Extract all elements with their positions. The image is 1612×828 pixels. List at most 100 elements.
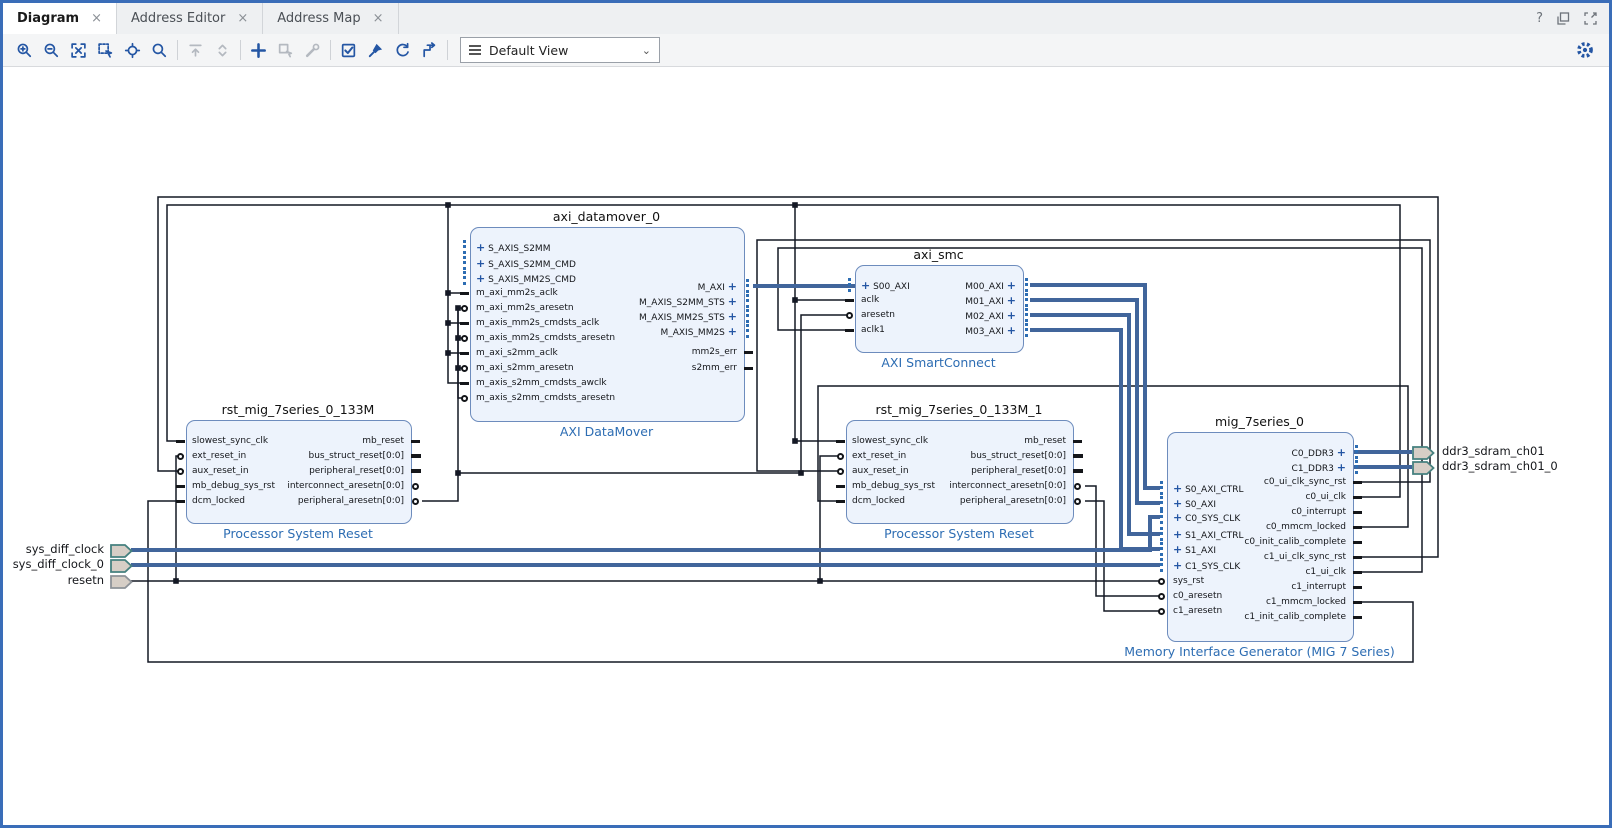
pin-stub xyxy=(461,364,468,372)
wire-junction xyxy=(817,578,823,584)
pin-rst_mig_7series_0_133M_1-interconnect_aresetn00[interactable]: interconnect_aresetn[0:0] xyxy=(854,480,1066,493)
view-selector-dropdown[interactable]: Default View⌄ xyxy=(460,37,660,63)
pin-stub xyxy=(1353,555,1362,559)
pin-label: M02_AXI xyxy=(965,312,1004,322)
interface-plus-icon: + xyxy=(1006,279,1016,292)
pin-stub xyxy=(837,467,844,475)
pin-rst_mig_7series_0_133M_1-peripheral_reset00[interactable]: peripheral_reset[0:0] xyxy=(854,465,1066,478)
zoom-in-icon[interactable] xyxy=(11,38,38,62)
pin-stub xyxy=(463,240,466,254)
pin-mig_7series_0-c0_init_calib_complete[interactable]: c0_init_calib_complete xyxy=(1175,536,1346,549)
pin-axi_datamover_0-M_AXI[interactable]: M_AXI + xyxy=(478,280,737,293)
pin-mig_7series_0-c1_ui_clk_sync_rst[interactable]: c1_ui_clk_sync_rst xyxy=(1175,551,1346,564)
tab-address-editor[interactable]: Address Editor × xyxy=(117,3,264,34)
pin-rst_mig_7series_0_133M-interconnect_aresetn00[interactable]: interconnect_aresetn[0:0] xyxy=(194,480,404,493)
port-resetn[interactable] xyxy=(110,574,133,593)
search-icon[interactable] xyxy=(146,38,173,62)
pin-stub xyxy=(1353,525,1362,529)
pin-axi_datamover_0-mm2s_err[interactable]: mm2s_err xyxy=(478,346,737,359)
pin-axi_datamover_0-M_AXIS_S2MM_STS[interactable]: M_AXIS_S2MM_STS + xyxy=(478,295,737,308)
port-ddr3_sdram_ch01_0[interactable] xyxy=(1412,460,1435,479)
pin-axi_datamover_0-S_AXIS_S2MM[interactable]: + S_AXIS_S2MM xyxy=(476,241,735,254)
pin-stub xyxy=(461,304,468,312)
pin-label: c1_mmcm_locked xyxy=(1265,597,1346,607)
pin-mig_7series_0-c0_mmcm_locked[interactable]: c0_mmcm_locked xyxy=(1175,521,1346,534)
pin-rst_mig_7series_0_133M-peripheral_aresetn00[interactable]: peripheral_aresetn[0:0] xyxy=(194,495,404,508)
zoom-selection-icon[interactable] xyxy=(92,38,119,62)
pin-mig_7series_0-c1_interrupt[interactable]: c1_interrupt xyxy=(1175,581,1346,594)
pin-rst_mig_7series_0_133M-peripheral_reset00[interactable]: peripheral_reset[0:0] xyxy=(194,465,404,478)
view-selector-value: Default View xyxy=(489,42,569,58)
pin-axi_datamover_0-M_AXIS_MM2S[interactable]: M_AXIS_MM2S + xyxy=(478,325,737,338)
block-type-label: AXI SmartConnect xyxy=(881,355,996,370)
pin-mig_7series_0-c1_ui_clk[interactable]: c1_ui_clk xyxy=(1175,566,1346,579)
pin-mig_7series_0-c0_ui_clk_sync_rst[interactable]: c0_ui_clk_sync_rst xyxy=(1175,476,1346,489)
toolbar-separator xyxy=(330,40,331,60)
interface-plus-icon: + xyxy=(1006,309,1016,322)
block-title: axi_smc xyxy=(913,247,964,262)
pin-axi_smc-M00_AXI[interactable]: M00_AXI + xyxy=(863,279,1016,292)
pin-rst_mig_7series_0_133M-bus_struct_reset00[interactable]: bus_struct_reset[0:0] xyxy=(194,450,404,463)
help-icon[interactable]: ? xyxy=(1536,11,1543,26)
pin-axi_smc-M01_AXI[interactable]: M01_AXI + xyxy=(863,294,1016,307)
pin-stub xyxy=(746,294,749,308)
tab-diagram[interactable]: Diagram× xyxy=(3,3,117,34)
validate-design-icon[interactable] xyxy=(335,38,362,62)
pin-stub xyxy=(1160,496,1163,510)
maximize-icon[interactable] xyxy=(1584,12,1597,25)
pin-axi_datamover_0-M_AXIS_MM2S_STS[interactable]: M_AXIS_MM2S_STS + xyxy=(478,310,737,323)
pin-label: m_axis_s2mm_cmdsts_awclk xyxy=(476,378,607,388)
float-icon[interactable] xyxy=(1557,12,1570,25)
pin-stub xyxy=(1160,542,1163,556)
pin-mig_7series_0-C1_DDR3[interactable]: C1_DDR3 + xyxy=(1175,461,1346,474)
regenerate-layout-icon[interactable] xyxy=(389,38,416,62)
add-ip-icon[interactable] xyxy=(245,38,272,62)
pin-rst_mig_7series_0_133M_1-peripheral_aresetn00[interactable]: peripheral_aresetn[0:0] xyxy=(854,495,1066,508)
pin-rst_mig_7series_0_133M_1-bus_struct_reset00[interactable]: bus_struct_reset[0:0] xyxy=(854,450,1066,463)
pin-axi_smc-M02_AXI[interactable]: M02_AXI + xyxy=(863,309,1016,322)
tab-close-icon[interactable]: × xyxy=(91,11,102,26)
pin-stub xyxy=(1073,439,1082,443)
pin-axi_datamover_0-m_axis_s2mm_cmdsts_aresetn[interactable]: m_axis_s2mm_cmdsts_aresetn xyxy=(476,392,735,405)
settings-gear-icon[interactable] xyxy=(1571,38,1598,62)
pin-axi_datamover_0-s2mm_err[interactable]: s2mm_err xyxy=(478,362,737,375)
pin-axi_smc-M03_AXI[interactable]: M03_AXI + xyxy=(863,324,1016,337)
tab-label: Address Editor xyxy=(130,11,226,26)
zoom-out-icon[interactable] xyxy=(38,38,65,62)
tab-close-icon[interactable]: × xyxy=(372,11,384,26)
pin-stub xyxy=(412,497,419,505)
pin-stub xyxy=(746,279,749,293)
pin-mig_7series_0-c1_mmcm_locked[interactable]: c1_mmcm_locked xyxy=(1175,596,1346,609)
pin-mig_7series_0-c1_init_calib_complete[interactable]: c1_init_calib_complete xyxy=(1175,611,1346,624)
pin-stub xyxy=(836,484,845,488)
pin-stub xyxy=(460,321,469,325)
pin-mig_7series_0-C0_DDR3[interactable]: C0_DDR3 + xyxy=(1175,446,1346,459)
pin-rst_mig_7series_0_133M-mb_reset[interactable]: mb_reset xyxy=(194,435,404,448)
pin-icon[interactable] xyxy=(362,38,389,62)
pin-label: peripheral_aresetn[0:0] xyxy=(959,496,1066,506)
optimize-routing-icon[interactable] xyxy=(416,38,443,62)
list-icon xyxy=(469,49,481,51)
zoom-fit-icon[interactable] xyxy=(65,38,92,62)
pin-rst_mig_7series_0_133M_1-mb_reset[interactable]: mb_reset xyxy=(854,435,1066,448)
pin-stub xyxy=(1353,495,1362,499)
pin-mig_7series_0-c0_ui_clk[interactable]: c0_ui_clk xyxy=(1175,491,1346,504)
fit-selection-icon[interactable] xyxy=(119,38,146,62)
tab-close-icon[interactable]: × xyxy=(237,11,249,26)
pin-label: mb_reset xyxy=(1024,436,1066,446)
net-wire-21 xyxy=(1085,485,1160,597)
pin-stub xyxy=(1355,445,1358,459)
pin-axi_datamover_0-m_axis_s2mm_cmdsts_awclk[interactable]: m_axis_s2mm_cmdsts_awclk xyxy=(476,377,735,390)
tab-address-map[interactable]: Address Map× xyxy=(263,3,399,34)
pin-label: c0_interrupt xyxy=(1291,507,1346,517)
port-sys_diff_clock[interactable] xyxy=(110,543,133,562)
block-title: rst_mig_7series_0_133M xyxy=(221,402,375,417)
port-sys_diff_clock_0[interactable] xyxy=(110,558,133,577)
pin-stub xyxy=(1025,323,1028,337)
pin-stub xyxy=(1160,558,1163,572)
pin-stub xyxy=(848,278,851,292)
pin-axi_datamover_0-S_AXIS_S2MM_CMD[interactable]: + S_AXIS_S2MM_CMD xyxy=(476,257,735,270)
pin-mig_7series_0-c0_interrupt[interactable]: c0_interrupt xyxy=(1175,506,1346,519)
interface-plus-icon: + xyxy=(727,295,737,308)
